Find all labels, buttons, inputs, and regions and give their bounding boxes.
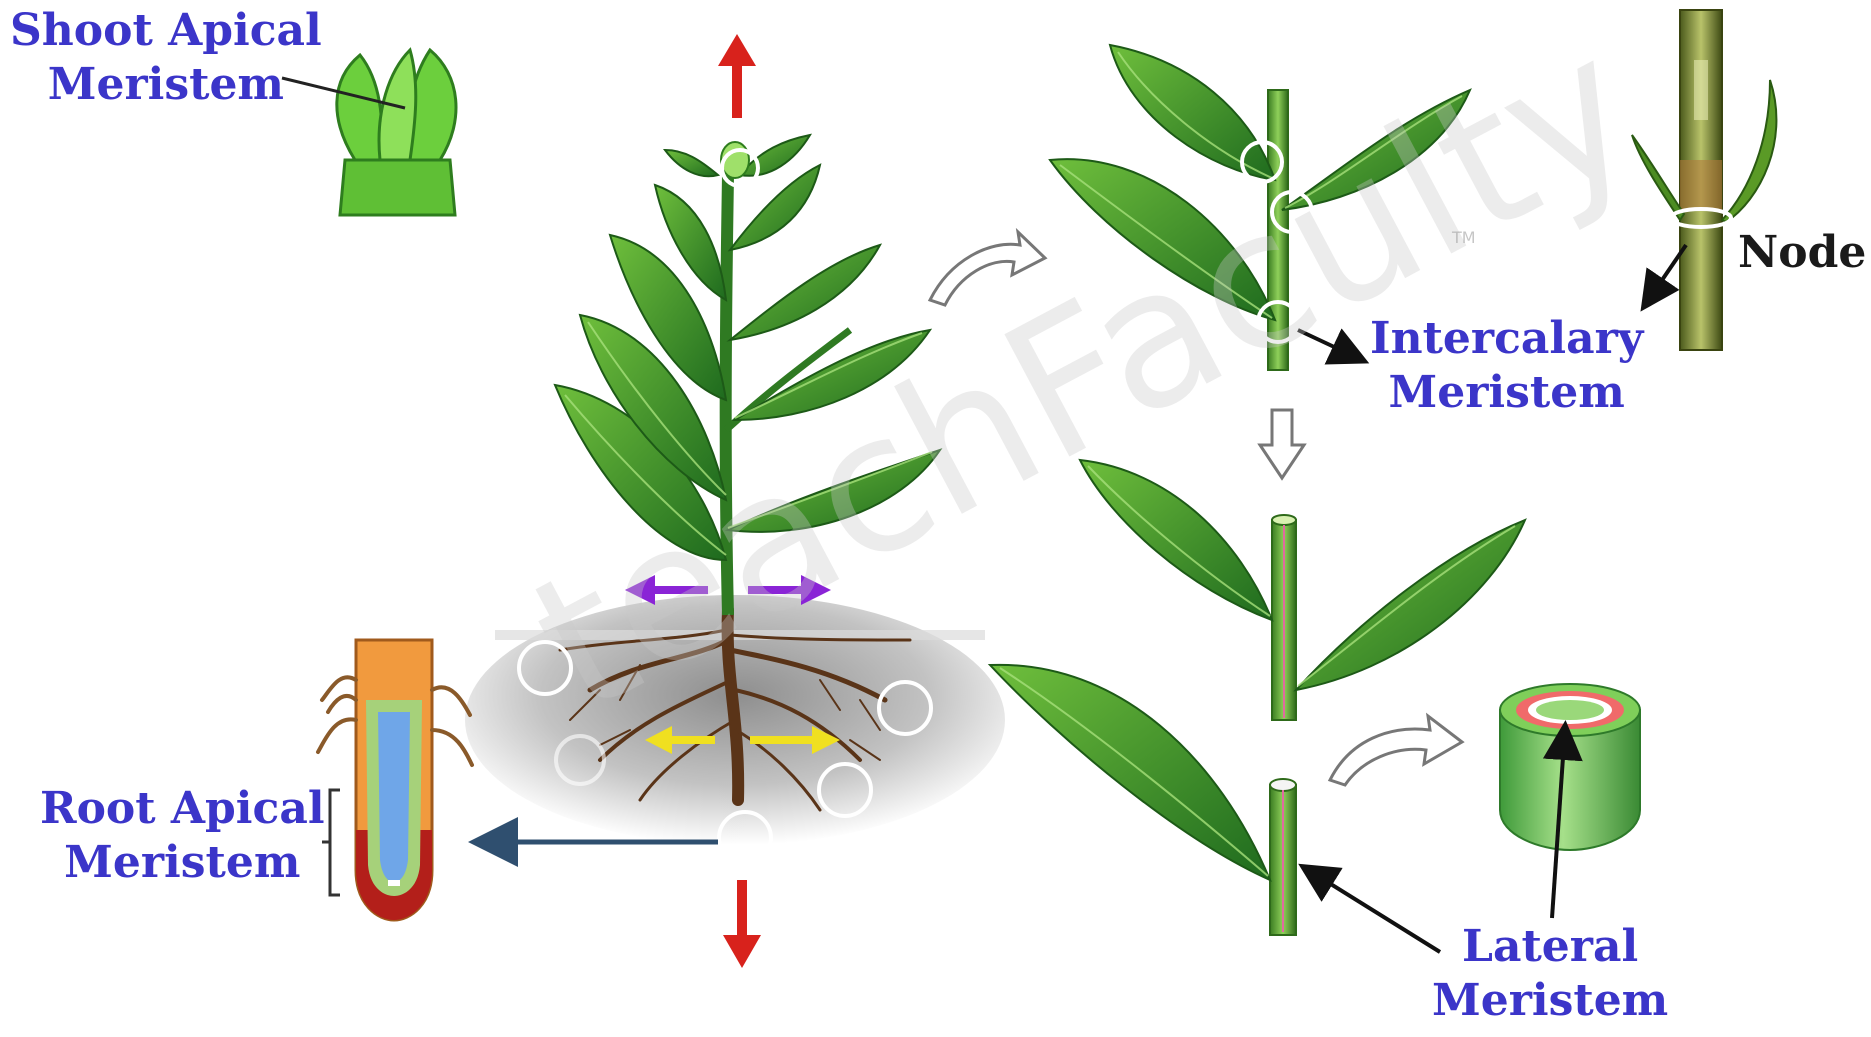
root-apical-meristem-label: Root Apical Meristem bbox=[40, 782, 325, 890]
intercalary-line2: Meristem bbox=[1370, 366, 1643, 420]
curved-arrow-to-lateral-cylinder bbox=[1330, 716, 1462, 785]
cut-stem-segment-upper bbox=[1080, 460, 1525, 720]
growth-arrow-up bbox=[718, 34, 756, 118]
node-label: Node bbox=[1738, 226, 1866, 280]
lateral-meristem-label: Lateral Meristem bbox=[1432, 920, 1668, 1028]
lateral-meristem-cylinder bbox=[1500, 684, 1640, 918]
growth-arrow-down bbox=[723, 880, 761, 968]
intercalary-line1: Intercalary bbox=[1370, 312, 1643, 366]
root-apical-line2: Meristem bbox=[40, 836, 325, 890]
shoot-apical-meristem-label: Shoot Apical Meristem bbox=[10, 4, 322, 112]
trademark-mark: TM bbox=[1452, 228, 1476, 247]
intercalary-meristem-label: Intercalary Meristem bbox=[1370, 312, 1643, 420]
shoot-apical-line2: Meristem bbox=[10, 58, 322, 112]
shoot-apical-line1: Shoot Apical bbox=[10, 4, 322, 58]
curved-arrow-to-intercalary bbox=[930, 232, 1045, 305]
cut-stem-segment-lower bbox=[990, 665, 1440, 952]
main-plant bbox=[465, 135, 1005, 845]
lateral-line2: Meristem bbox=[1432, 974, 1668, 1028]
down-arrow-between-segments bbox=[1260, 410, 1304, 478]
bamboo-node-illustration bbox=[1632, 10, 1776, 350]
root-apex-illustration bbox=[318, 640, 472, 920]
root-apical-line1: Root Apical bbox=[40, 782, 325, 836]
lateral-line1: Lateral bbox=[1432, 920, 1668, 974]
